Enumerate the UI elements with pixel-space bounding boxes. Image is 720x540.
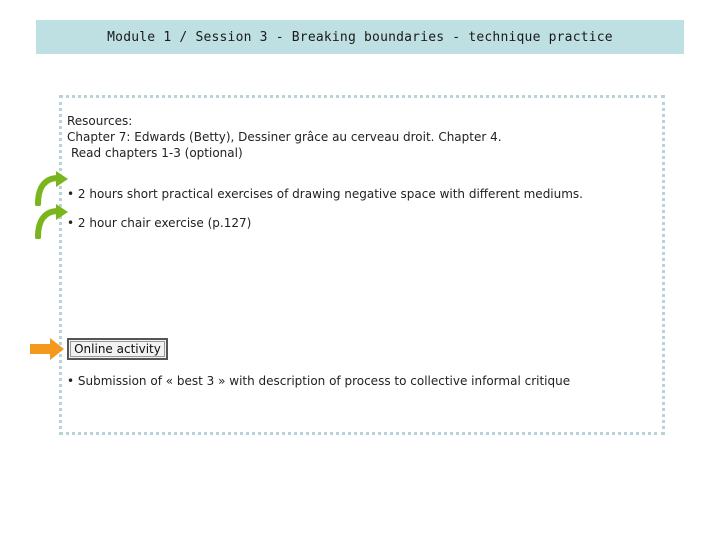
resources-heading: Resources: bbox=[67, 114, 133, 128]
resources-chapter-line: Chapter 7: Edwards (Betty), Dessiner grâ… bbox=[67, 130, 502, 144]
title-bar: Module 1 / Session 3 - Breaking boundari… bbox=[36, 20, 684, 54]
submission-item: • Submission of « best 3 » with descript… bbox=[67, 374, 571, 388]
resources-optional-line: Read chapters 1-3 (optional) bbox=[71, 146, 243, 160]
exercise-item: • 2 hours short practical exercises of d… bbox=[67, 187, 583, 201]
page-title: Module 1 / Session 3 - Breaking boundari… bbox=[107, 29, 613, 45]
orange-arrow-icon bbox=[30, 338, 64, 360]
online-activity-button[interactable]: Online activity bbox=[67, 338, 168, 360]
green-curved-arrow-icon bbox=[35, 171, 68, 206]
exercise-item: • 2 hour chair exercise (p.127) bbox=[67, 216, 252, 230]
green-curved-arrow-icon bbox=[35, 204, 68, 239]
content-box bbox=[59, 95, 665, 435]
